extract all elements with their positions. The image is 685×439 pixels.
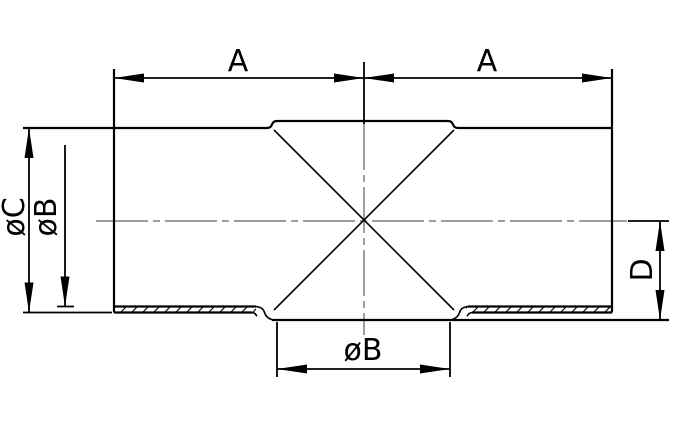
arrowhead-left-icon <box>364 73 394 83</box>
section-hatch-right <box>466 307 612 312</box>
arrowhead-left-icon <box>114 73 144 83</box>
arrowhead-left-icon <box>277 364 307 374</box>
dim-dia-b-bottom-group <box>276 322 451 377</box>
arrowhead-up-icon <box>24 128 34 158</box>
arrowhead-right-icon <box>582 73 612 83</box>
arrowhead-up-icon <box>655 221 665 251</box>
arrowhead-down-icon <box>655 290 665 320</box>
dim-dia-c-group <box>23 128 112 314</box>
dim-label-a-right: A <box>476 44 498 79</box>
arrowhead-down-icon <box>24 282 34 313</box>
section-hatch-left <box>114 307 256 312</box>
pipe-outline <box>23 69 669 322</box>
dim-label-dia-b-left: øB <box>29 197 64 237</box>
dim-label-a-left: A <box>227 44 249 79</box>
arrowhead-down-icon <box>60 276 70 307</box>
dim-a-group <box>114 62 612 124</box>
dim-label-dia-c: øC <box>0 197 32 237</box>
arrowhead-right-icon <box>334 73 364 83</box>
dim-label-d: D <box>625 258 660 282</box>
arrowhead-right-icon <box>420 364 450 374</box>
dim-dia-b-left-group <box>57 145 74 308</box>
dim-d-group <box>628 220 669 320</box>
cross-diagonals <box>273 129 455 311</box>
dim-label-dia-b-bottom: øB <box>343 333 383 368</box>
